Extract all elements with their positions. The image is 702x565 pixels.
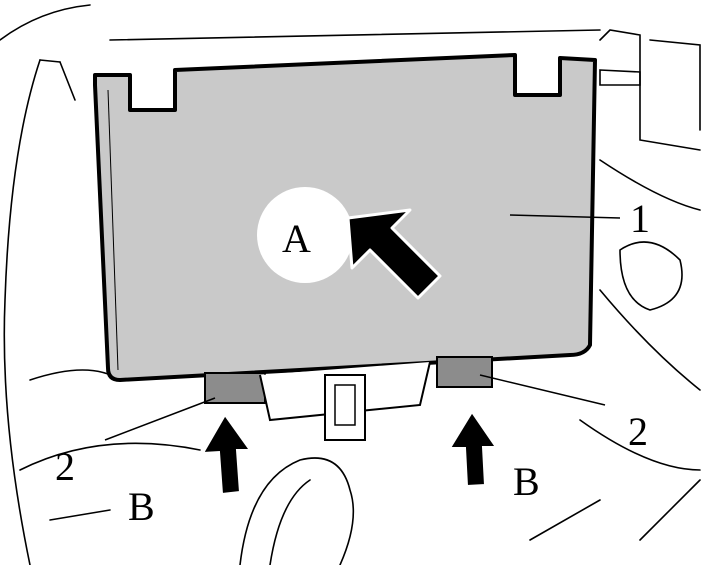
label-push-right: B — [513, 459, 540, 504]
retaining-tabs — [204, 356, 493, 441]
label-press-point: A — [282, 216, 311, 261]
label-tab-right: 2 — [628, 409, 648, 454]
connector — [324, 374, 366, 441]
label-tab-left: 2 — [55, 444, 75, 489]
control-module — [93, 53, 597, 382]
push-arrow-b-left-icon — [201, 413, 252, 496]
leader-line-2-right — [479, 374, 606, 406]
press-point-marker — [257, 187, 353, 283]
label-module: 1 — [630, 196, 650, 241]
push-arrow-a-icon — [346, 208, 442, 300]
background-structure — [0, 4, 701, 565]
leader-line-1 — [509, 214, 621, 219]
label-push-left: B — [128, 484, 155, 529]
leader-line-2-left — [104, 397, 216, 441]
push-arrow-b-right-icon — [448, 410, 498, 488]
tab-right — [436, 356, 493, 388]
